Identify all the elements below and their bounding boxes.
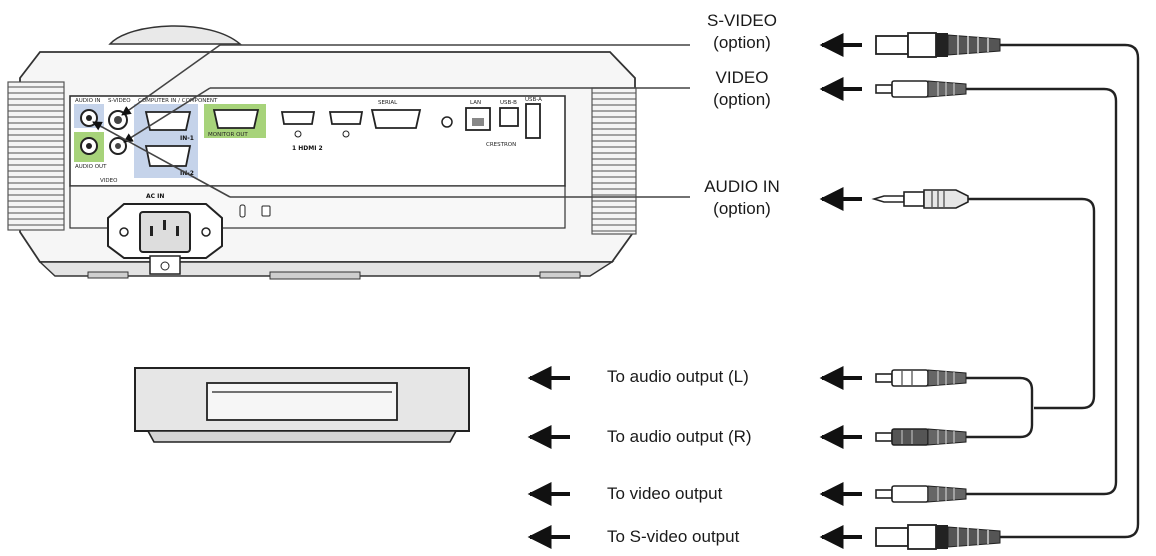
panel-label-serial: SERIAL	[378, 100, 398, 106]
label-output-s-video: To S-video output	[607, 527, 740, 546]
computer-in-2-port	[144, 145, 192, 167]
projector-foot-right	[539, 271, 581, 279]
projector-foot-center	[269, 271, 361, 280]
panel-label-audio-in: AUDIO IN	[75, 98, 100, 104]
mini-jack-plug-audio	[871, 189, 969, 209]
label-audio-in: AUDIO IN (option)	[704, 176, 780, 220]
label-video-option: (option)	[713, 90, 771, 109]
panel-label-computer-in: COMPUTER IN / COMPONENT	[138, 98, 218, 104]
cable-video	[966, 87, 1118, 496]
monitor-out-port	[212, 109, 260, 129]
projector-foot-left	[87, 271, 129, 279]
panel-label-usb-b: USB-B	[500, 100, 517, 106]
device-base	[146, 430, 458, 443]
panel-label-lan: LAN	[470, 100, 481, 106]
connector-arrows	[819, 33, 862, 549]
cable-s-video	[1000, 43, 1140, 539]
rca-plug-audio-l	[875, 369, 967, 387]
panel-label-usb-a: USB-A	[525, 97, 542, 103]
label-s-video: S-VIDEO (option)	[707, 10, 777, 54]
computer-in-1-port	[144, 111, 192, 131]
panel-label-monitor-out: MONITOR OUT	[208, 132, 248, 138]
label-audio-in-title: AUDIO IN	[704, 177, 780, 196]
projector: AUDIO IN AUDIO OUT S-VIDEO COMPUTER IN /…	[7, 25, 637, 280]
leader-lines	[92, 44, 690, 198]
rca-plug-video-bottom	[875, 485, 967, 503]
kensington-lock-icon	[261, 205, 271, 217]
serial-port	[370, 109, 422, 129]
label-video-title: VIDEO	[715, 68, 769, 87]
cables	[966, 43, 1140, 539]
usb-b-port	[499, 107, 519, 127]
panel-label-hdmi: 1 HDMI 2	[292, 145, 323, 152]
projector-bottom	[38, 261, 615, 277]
rca-plug-video-top	[875, 80, 967, 98]
panel-label-s-video: S-VIDEO	[108, 98, 131, 104]
rca-plug-audio-r	[875, 428, 967, 446]
reset-button	[441, 116, 453, 128]
label-audio-in-option: (option)	[713, 199, 771, 218]
security-slot	[239, 204, 246, 218]
label-s-video-option: (option)	[713, 33, 771, 52]
label-output-video: To video output	[607, 484, 723, 503]
hdmi-2-port	[328, 111, 364, 125]
panel-label-audio-out: AUDIO OUT	[75, 164, 107, 170]
label-video: VIDEO (option)	[713, 67, 771, 111]
hdmi-1-port	[280, 111, 316, 125]
label-s-video-title: S-VIDEO	[707, 11, 777, 30]
vent-right	[591, 87, 637, 235]
label-output-audio-r: To audio output (R)	[607, 427, 752, 446]
usb-a-port	[525, 103, 541, 139]
panel-label-ac-in: AC IN	[146, 193, 164, 200]
projector-lens-housing	[108, 25, 243, 45]
device-tape-slot	[206, 382, 398, 421]
cable-audio-split	[966, 376, 1034, 439]
device-arrows	[527, 366, 570, 549]
cable-audio	[968, 197, 1096, 410]
video-source-device	[134, 367, 470, 443]
ac-inlet-socket	[139, 211, 191, 253]
leader-s-video-diag	[121, 44, 221, 116]
s-video-plug-top	[875, 32, 1001, 58]
leader-video-diag	[123, 87, 211, 143]
panel-label-in1: IN-1	[180, 135, 194, 142]
panel-label-crestron: CRESTRON	[486, 142, 516, 148]
label-output-audio-l: To audio output (L)	[607, 367, 749, 386]
vent-left	[7, 81, 65, 231]
leader-audio-in-diag	[92, 121, 231, 198]
panel-label-video: VIDEO	[100, 178, 118, 184]
s-video-plug-bottom	[875, 524, 1001, 550]
